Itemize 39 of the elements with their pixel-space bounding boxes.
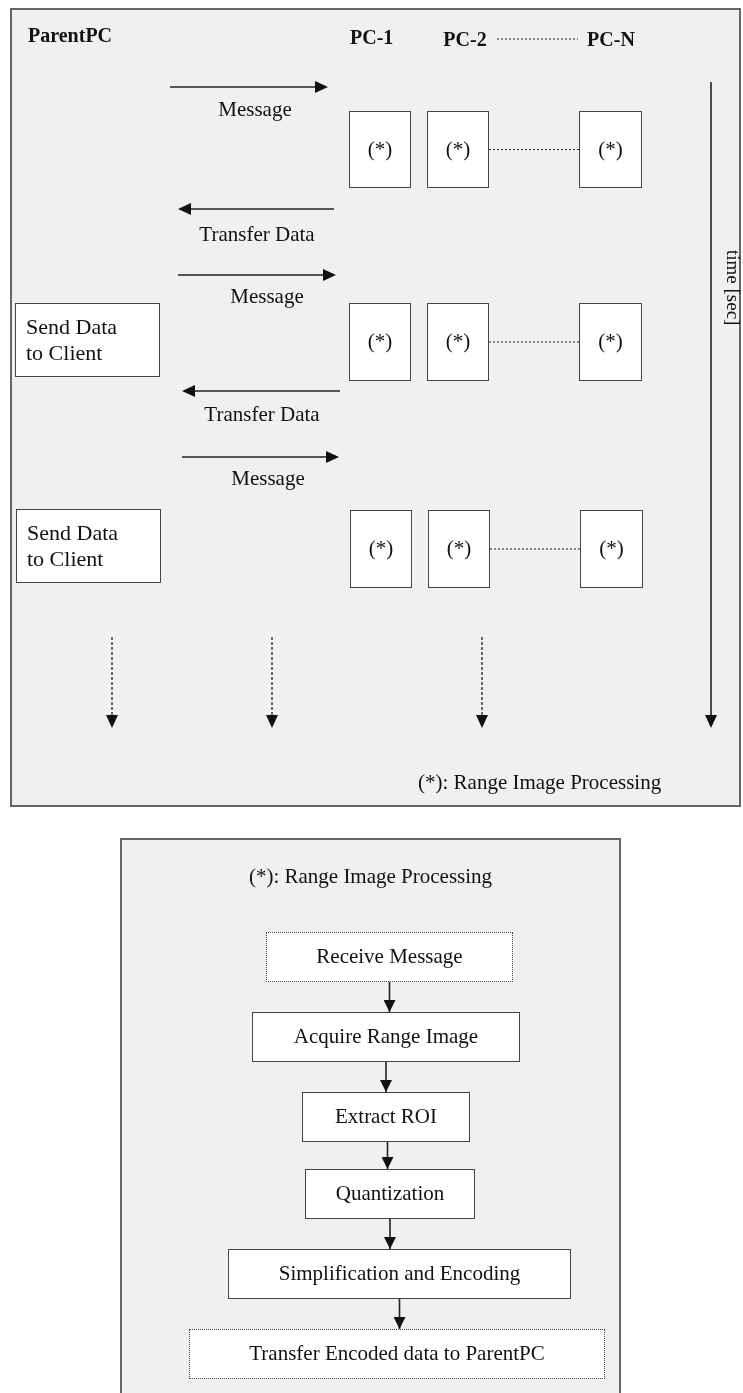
process-box: Extract ROI <box>302 1092 470 1142</box>
arrow <box>393 1298 406 1330</box>
connector-line <box>488 341 580 343</box>
column-heading: PC-1 <box>350 26 394 49</box>
arrow <box>383 981 396 1013</box>
transfer-label: Transfer Data <box>203 402 321 427</box>
process-box: Quantization <box>305 1169 475 1219</box>
column-label: PC-2 <box>433 24 497 54</box>
arrow <box>380 1061 392 1093</box>
processing-box: (*) <box>350 510 412 588</box>
process-box: Simplification and Encoding <box>228 1249 571 1299</box>
process-box: Send Data to Client <box>15 303 160 377</box>
processing-box: (*) <box>427 111 489 188</box>
process-box: Send Data to Client <box>16 509 161 583</box>
column-label: PC-N <box>578 24 644 54</box>
processing-box: (*) <box>349 303 411 381</box>
processing-box: (*) <box>579 303 642 381</box>
arrow <box>384 1218 396 1250</box>
connector-line <box>488 148 580 151</box>
arrow <box>381 1141 394 1170</box>
process-box: Acquire Range Image <box>252 1012 520 1062</box>
message-label: Message <box>217 97 293 122</box>
processing-box: (*) <box>579 111 642 188</box>
connector-line <box>496 38 579 40</box>
connector-line <box>489 548 581 550</box>
axis-label: time [sec] <box>722 250 743 326</box>
process-box: Receive Message <box>266 932 513 982</box>
message-label: Message <box>230 466 306 491</box>
process-panel <box>120 838 621 1393</box>
process-box: Transfer Encoded data to ParentPC <box>189 1329 605 1379</box>
footnote: (*): Range Image Processing <box>418 770 662 795</box>
processing-box: (*) <box>427 303 489 381</box>
processing-box: (*) <box>349 111 411 188</box>
column-heading: ParentPC <box>28 24 113 47</box>
transfer-label: Transfer Data <box>198 222 316 247</box>
processing-box: (*) <box>580 510 643 588</box>
processing-box: (*) <box>428 510 490 588</box>
panel-heading: (*): Range Image Processing <box>247 864 494 889</box>
message-label: Message <box>229 284 305 309</box>
